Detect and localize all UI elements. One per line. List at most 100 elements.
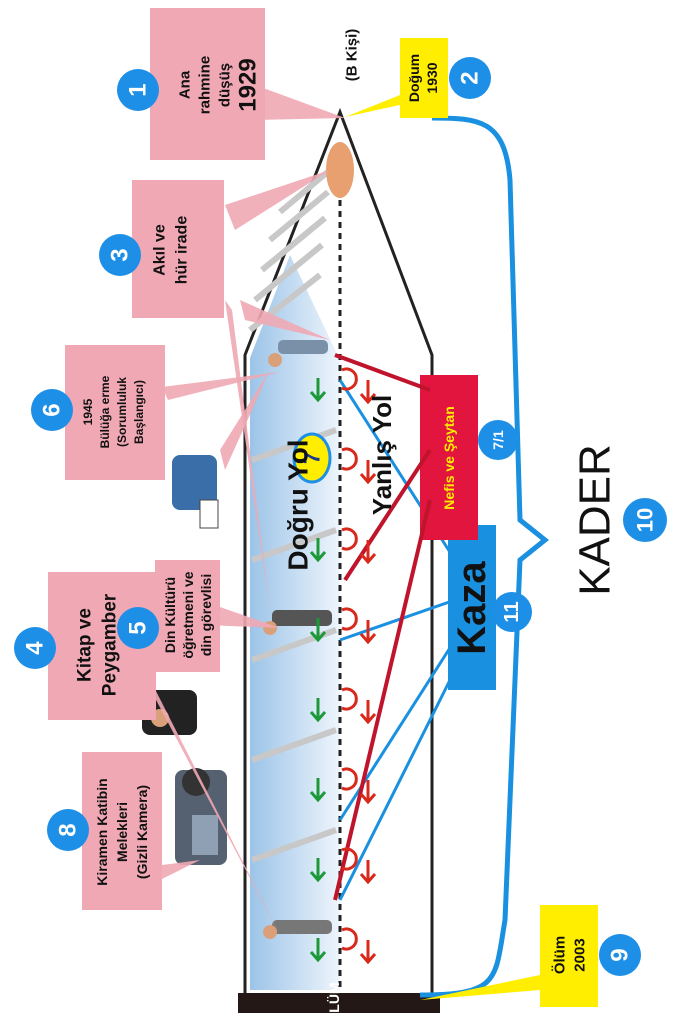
return-arrow	[341, 847, 358, 871]
badge-9-number: 9	[607, 948, 634, 961]
figure-youth	[268, 340, 328, 367]
nefis-label: Nefis ve Şeytan	[441, 406, 457, 510]
kader-label: KADER	[571, 444, 620, 596]
callout-8-line-2: Melekleri	[114, 802, 130, 862]
badge-2-number: 2	[457, 71, 484, 84]
person-label: (B Kişi)	[344, 29, 361, 82]
callout-6-box	[65, 345, 165, 480]
callout-6-line-1: 1945	[81, 398, 95, 425]
callout-2-line-1: Doğum	[406, 54, 422, 102]
diagram-texts: 1 2 3 4 5 6 7 8 9 10 11 7/1 Ana rahmine …	[22, 29, 658, 974]
kaza-label: Kaza	[450, 561, 494, 655]
return-arrow	[341, 367, 358, 391]
badge-1	[117, 69, 159, 111]
return-arrow	[341, 447, 358, 471]
badge-11-number: 11	[501, 601, 523, 622]
green-arrows	[309, 378, 327, 963]
callout-3-line-2: hür irade	[174, 216, 191, 285]
return-arrow	[341, 687, 358, 711]
wrong-path-label: Yanlış Yol	[367, 395, 397, 515]
callout-6-line-3: (Sorumluluk	[115, 377, 129, 447]
green-arrow	[309, 618, 327, 643]
red-arrows	[341, 367, 377, 965]
callout-4-line-2: Peygamber	[100, 593, 121, 696]
callout-2-box	[400, 38, 448, 118]
death-bar	[238, 993, 440, 1013]
badge-6-number: 6	[39, 403, 66, 416]
callout-8-line-3: (Gizli Kamera)	[134, 785, 150, 879]
badge-10-number: 10	[633, 508, 658, 532]
badge-7-1-number: 7/1	[490, 430, 506, 450]
figure-baby	[326, 142, 354, 198]
callout-5-box	[155, 560, 220, 672]
badge-6	[31, 389, 73, 431]
callout-3-line-1: Akıl ve	[152, 224, 169, 276]
green-arrow	[309, 698, 327, 723]
green-arrow	[309, 538, 327, 563]
nefis-box	[420, 375, 478, 540]
badge-4-number: 4	[22, 641, 49, 655]
figure-elder	[263, 920, 332, 939]
badge-3-number: 3	[107, 248, 134, 261]
callout-1-line-3: düşüş	[217, 63, 234, 107]
red-arrow	[359, 380, 377, 405]
badge-7-1	[478, 420, 518, 460]
green-arrow	[309, 938, 327, 963]
badge-7	[292, 432, 332, 484]
death-bar-label: ÖLÜM	[326, 982, 342, 1015]
badge-5-number: 5	[125, 621, 152, 634]
callout-9-pointer	[420, 975, 540, 1000]
badge-5	[117, 607, 159, 649]
badge-4	[14, 627, 56, 669]
red-arrow	[359, 700, 377, 725]
callout-6-line-2: Bülüğa erme	[98, 375, 112, 448]
callout-9-line-2: 2003	[572, 938, 589, 971]
green-arrow	[309, 858, 327, 883]
badge-3	[99, 234, 141, 276]
kaza-box	[448, 525, 496, 690]
return-arrow	[341, 767, 358, 791]
red-arrow	[359, 940, 377, 965]
badge-7-number: 7	[300, 452, 325, 464]
badge-9	[599, 934, 641, 976]
red-arrow	[359, 860, 377, 885]
callout-5-line-3: din görevlisi	[198, 574, 214, 656]
badge-1-number: 1	[125, 83, 152, 96]
badge-11	[492, 592, 532, 632]
red-arrow	[359, 540, 377, 565]
callout-1-box	[150, 8, 265, 160]
callout-1-year: 1929	[235, 58, 262, 111]
callout-1-line-2: rahmine	[197, 56, 214, 114]
callout-8-box	[82, 752, 162, 910]
right-path-label: Doğru Yol	[283, 439, 314, 570]
nefis-connectors	[333, 353, 432, 901]
callout-9-line-1: Ölüm	[552, 936, 569, 974]
callout-9-box	[540, 905, 598, 1007]
callout-3-box	[132, 180, 224, 318]
return-arrow	[341, 927, 358, 951]
hidden-camera-icon	[175, 768, 227, 865]
return-arrow	[341, 527, 358, 551]
callout-connectors	[130, 85, 345, 935]
green-arrow	[309, 378, 327, 403]
red-arrow	[359, 780, 377, 805]
callout-2-line-2: 1930	[424, 62, 440, 93]
callout-5-line-1: Din Kültürü	[162, 577, 178, 653]
badge-2	[449, 57, 491, 99]
green-arrow	[309, 778, 327, 803]
callout-8-line-1: Kiramen Katibin	[94, 778, 110, 885]
red-arrow	[359, 620, 377, 645]
figure-reader	[172, 455, 219, 529]
callout-2-pointer	[345, 95, 400, 117]
badge-10	[623, 498, 667, 542]
callout-6-line-4: Başlangıcı)	[132, 380, 146, 444]
callout-5-line-2: öğretmeni ve	[180, 571, 196, 658]
return-arrow	[341, 607, 358, 631]
callout-4-line-1: Kitap ve	[75, 608, 96, 682]
badge-8-number: 8	[55, 823, 82, 836]
badge-8	[47, 809, 89, 851]
callout-1-line-1: Ana	[177, 70, 194, 99]
red-arrow	[359, 460, 377, 485]
